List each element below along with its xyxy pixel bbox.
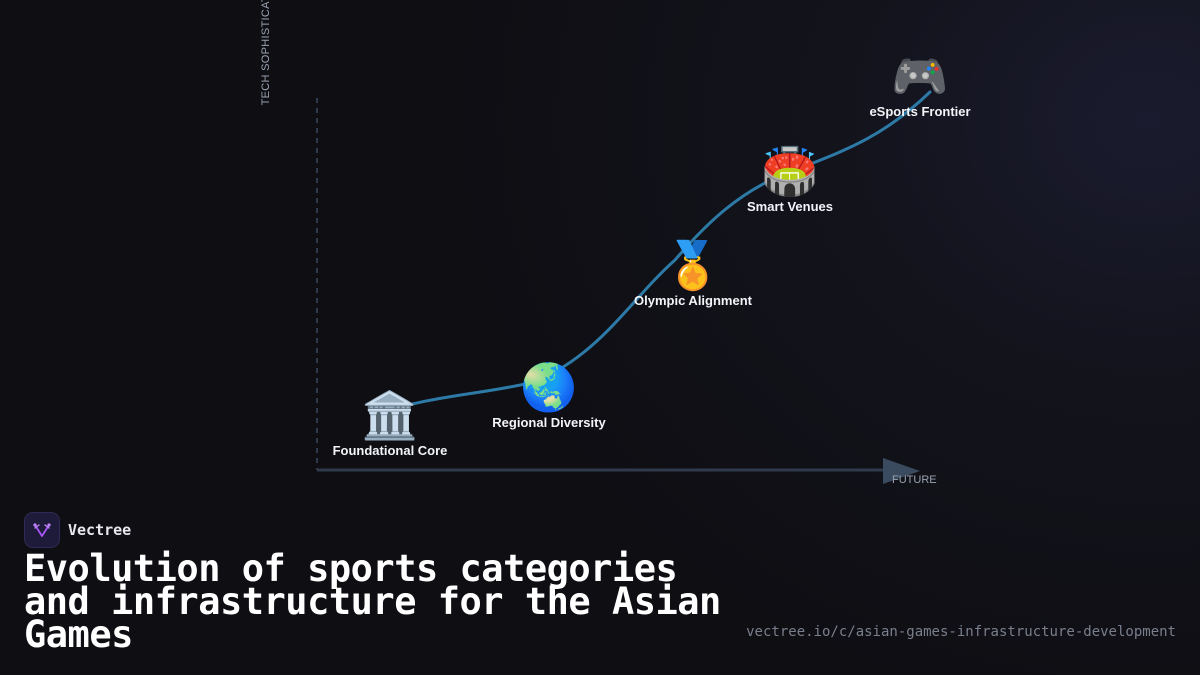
y-axis-label: TECH SOPHISTICATION	[260, 0, 272, 106]
node-label: Smart Venues	[747, 199, 833, 214]
node-esports-frontier: 🎮 eSports Frontier	[869, 50, 970, 119]
x-axis-arrowhead	[883, 458, 920, 484]
stadium-icon: 🏟️	[761, 144, 819, 198]
node-foundational-core: 🏛️ Foundational Core	[333, 389, 448, 458]
game-controller-icon: 🎮	[891, 49, 949, 103]
source-url[interactable]: vectree.io/c/asian-games-infrastructure-…	[746, 624, 1176, 640]
node-olympic-alignment: 🏅 Olympic Alignment	[634, 239, 752, 308]
node-smart-venues: 🏟️ Smart Venues	[747, 145, 833, 214]
medal-icon: 🏅	[664, 238, 722, 292]
vectree-logo-icon	[24, 512, 60, 548]
node-label: Foundational Core	[332, 443, 448, 458]
node-regional-diversity: 🌏 Regional Diversity	[492, 361, 605, 430]
brand[interactable]: Vectree	[24, 512, 131, 548]
node-label: Regional Diversity	[492, 415, 606, 430]
x-axis-label: FUTURE	[892, 474, 937, 486]
classical-building-icon: 🏛️	[361, 388, 419, 442]
page-title: Evolution of sports categories and infra…	[24, 547, 721, 656]
globe-asia-icon: 🌏	[520, 360, 578, 414]
node-label: Olympic Alignment	[634, 293, 752, 308]
node-label: eSports Frontier	[869, 104, 971, 119]
brand-name: Vectree	[68, 521, 132, 539]
growth-curve	[374, 90, 932, 417]
